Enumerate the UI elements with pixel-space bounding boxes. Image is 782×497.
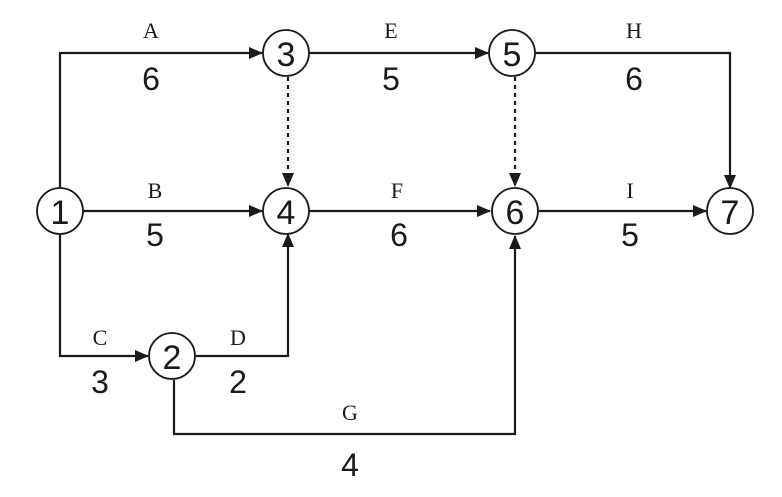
- edge-g: [172, 235, 521, 436]
- activity-e-duration: 5: [382, 61, 400, 97]
- activity-c-name: C: [93, 325, 108, 350]
- activity-b-name: B: [148, 178, 163, 203]
- node-6-label: 6: [506, 194, 525, 232]
- node-7: 7: [706, 187, 754, 235]
- node-7-label: 7: [721, 194, 740, 232]
- activity-d-duration: 2: [229, 364, 247, 400]
- node-4-label: 4: [277, 194, 296, 232]
- activity-c-duration: 3: [91, 364, 109, 400]
- activity-i-duration: 5: [621, 217, 639, 253]
- activity-h-duration: 6: [625, 61, 643, 97]
- node-2-label: 2: [163, 339, 182, 377]
- activity-b-duration: 5: [146, 217, 164, 253]
- activity-g-name: G: [342, 400, 358, 425]
- node-3: 3: [262, 29, 310, 77]
- edge-c: [58, 234, 149, 362]
- edge-h: [535, 51, 736, 189]
- node-4: 4: [262, 187, 310, 235]
- activity-a-duration: 6: [142, 61, 160, 97]
- node-2: 2: [148, 332, 196, 380]
- node-1: 1: [36, 187, 84, 235]
- activity-h-name: H: [626, 18, 642, 43]
- activity-a-name: A: [143, 18, 159, 43]
- activity-e-name: E: [384, 18, 397, 43]
- edge-d: [196, 233, 294, 358]
- activity-g-duration: 4: [341, 447, 359, 483]
- activity-i-name: I: [626, 178, 633, 203]
- node-5: 5: [488, 29, 536, 77]
- node-5-label: 5: [503, 36, 522, 74]
- edge-a: [58, 47, 263, 190]
- activity-f-duration: 6: [390, 217, 408, 253]
- activity-f-name: F: [391, 178, 403, 203]
- node-3-label: 3: [277, 36, 296, 74]
- activity-d-name: D: [230, 325, 246, 350]
- node-1-label: 1: [51, 194, 70, 232]
- node-6: 6: [491, 187, 539, 235]
